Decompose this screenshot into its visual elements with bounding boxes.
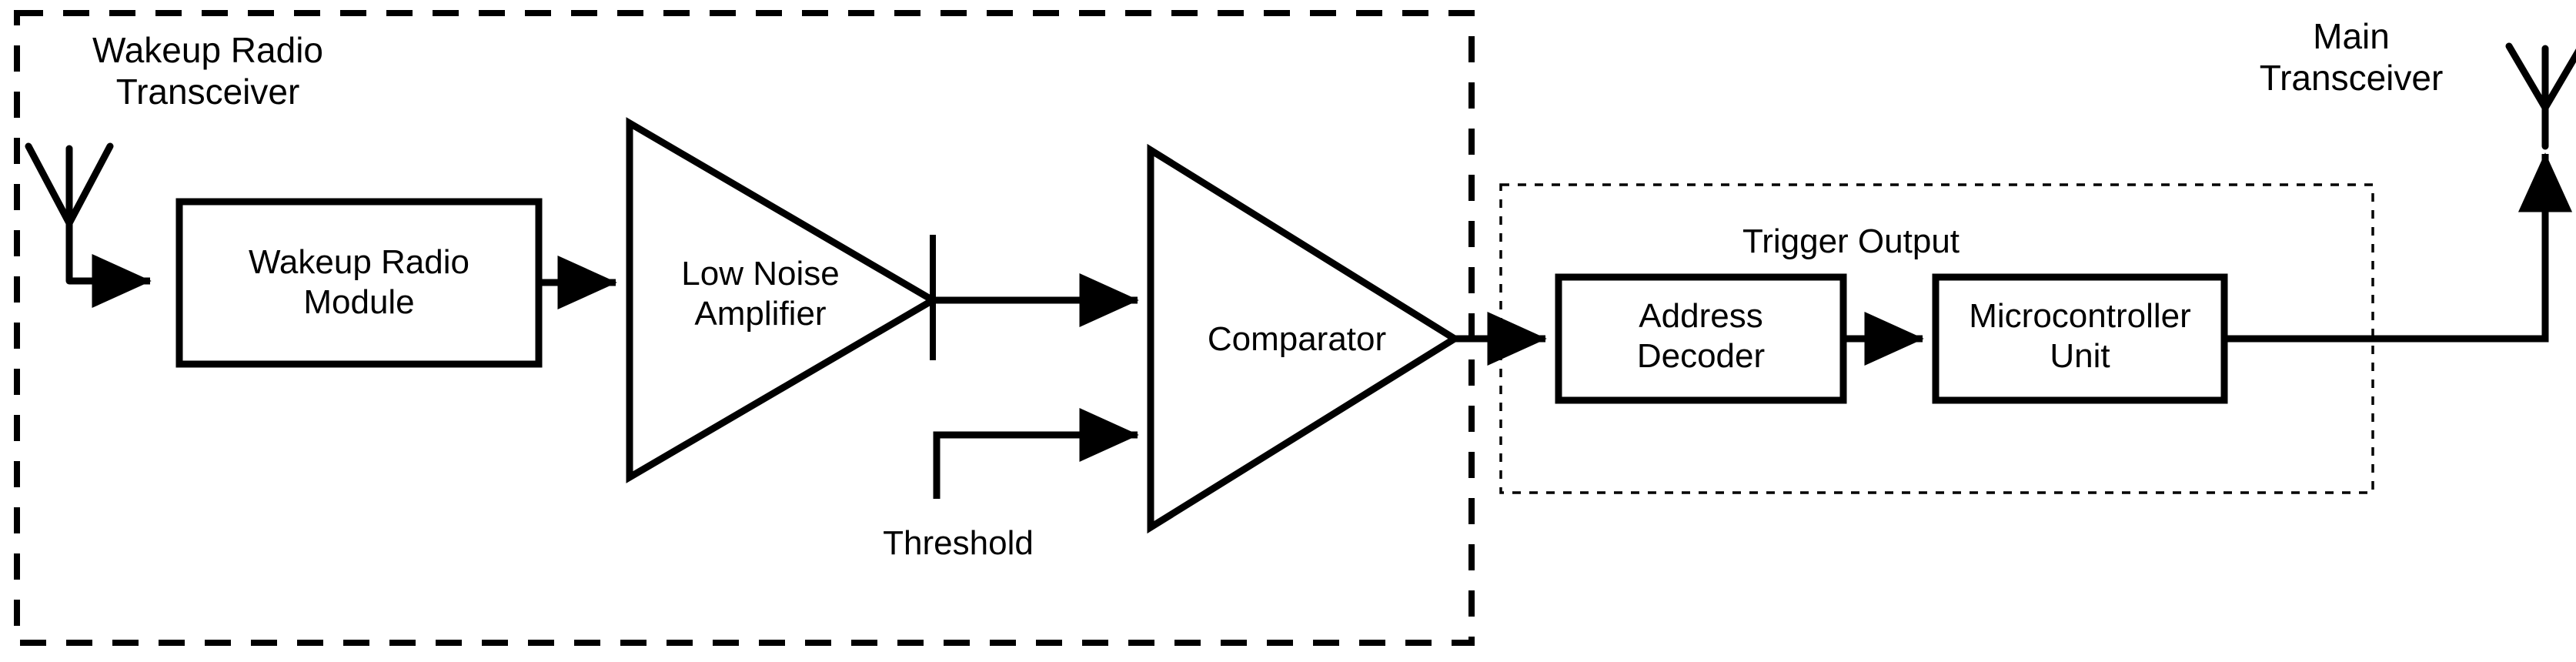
wakeup-antenna-icon [25,142,114,285]
block-address-decoder[interactable] [1555,273,1847,404]
block-comparator[interactable] [1147,143,1462,534]
block-low-noise-amplifier[interactable] [626,117,940,483]
block-wakeup-radio-module[interactable] [175,198,543,368]
block-microcontroller-unit[interactable] [1932,273,2228,404]
connection-threshold-to-comparator [933,407,1139,499]
main-antenna-icon [2505,42,2576,150]
connection-mcu-to-main-antenna [2224,152,2573,343]
group-boundary-wakeup-radio-transceiver [14,10,1475,646]
